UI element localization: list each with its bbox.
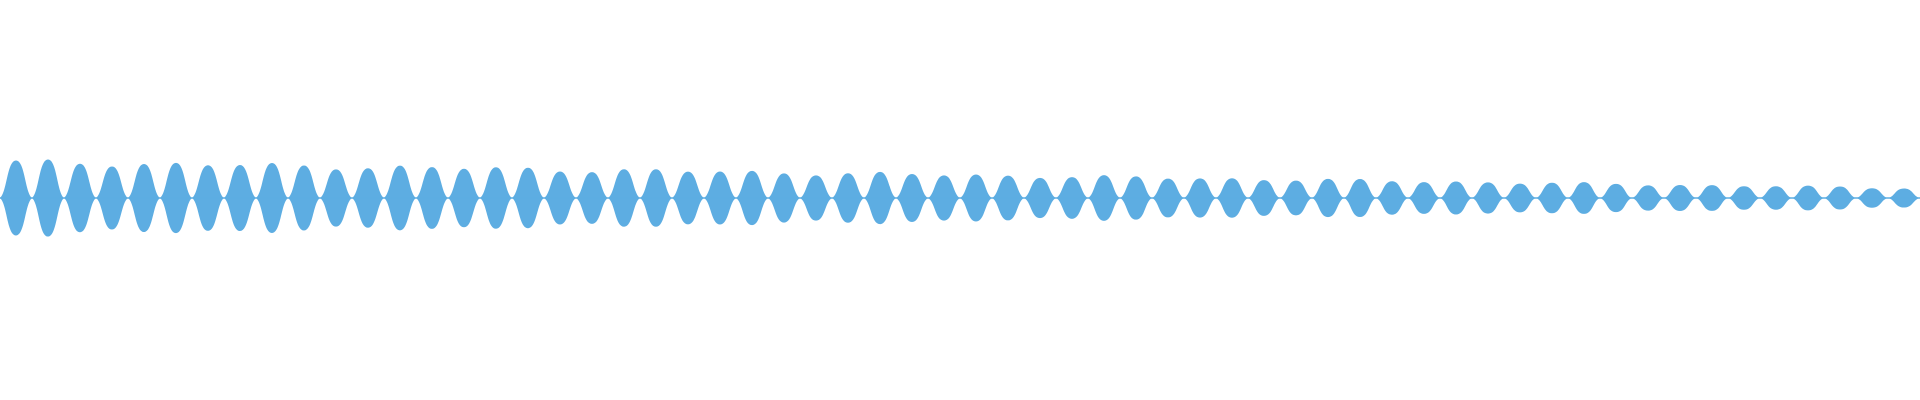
- waveform-lobes: [0, 159, 1920, 237]
